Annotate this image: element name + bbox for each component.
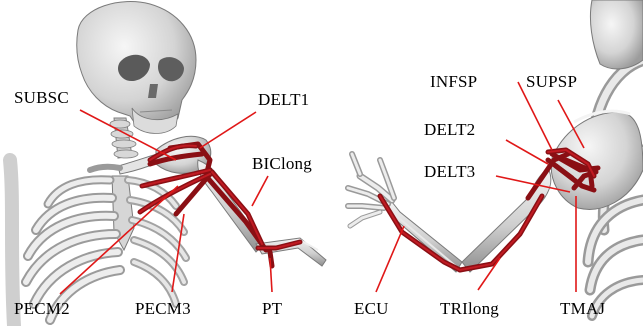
right-skeleton	[348, 0, 643, 316]
leader-delt2	[506, 140, 548, 164]
leader-ecu	[376, 226, 404, 292]
right-hand	[348, 154, 394, 226]
leader-delt1	[200, 112, 256, 148]
leader-biclong	[252, 176, 268, 206]
leader-infsp	[518, 82, 552, 150]
label-ecu: ECU	[354, 300, 389, 317]
label-delt3: DELT3	[424, 163, 475, 180]
label-delt1: DELT1	[258, 91, 309, 108]
label-supsp: SUPSP	[526, 73, 577, 90]
label-biclong: BIClong	[252, 155, 312, 172]
label-tmaj: TMAJ	[560, 300, 605, 317]
label-subsc: SUBSC	[14, 89, 69, 106]
label-trilong: TRIlong	[440, 300, 499, 317]
label-pt: PT	[262, 300, 282, 317]
label-pecm3: PECM3	[135, 300, 191, 317]
label-pecm2: PECM2	[14, 300, 70, 317]
right-skull-fragment	[590, 0, 643, 69]
label-delt2: DELT2	[424, 121, 475, 138]
label-infsp: INFSP	[430, 73, 477, 90]
